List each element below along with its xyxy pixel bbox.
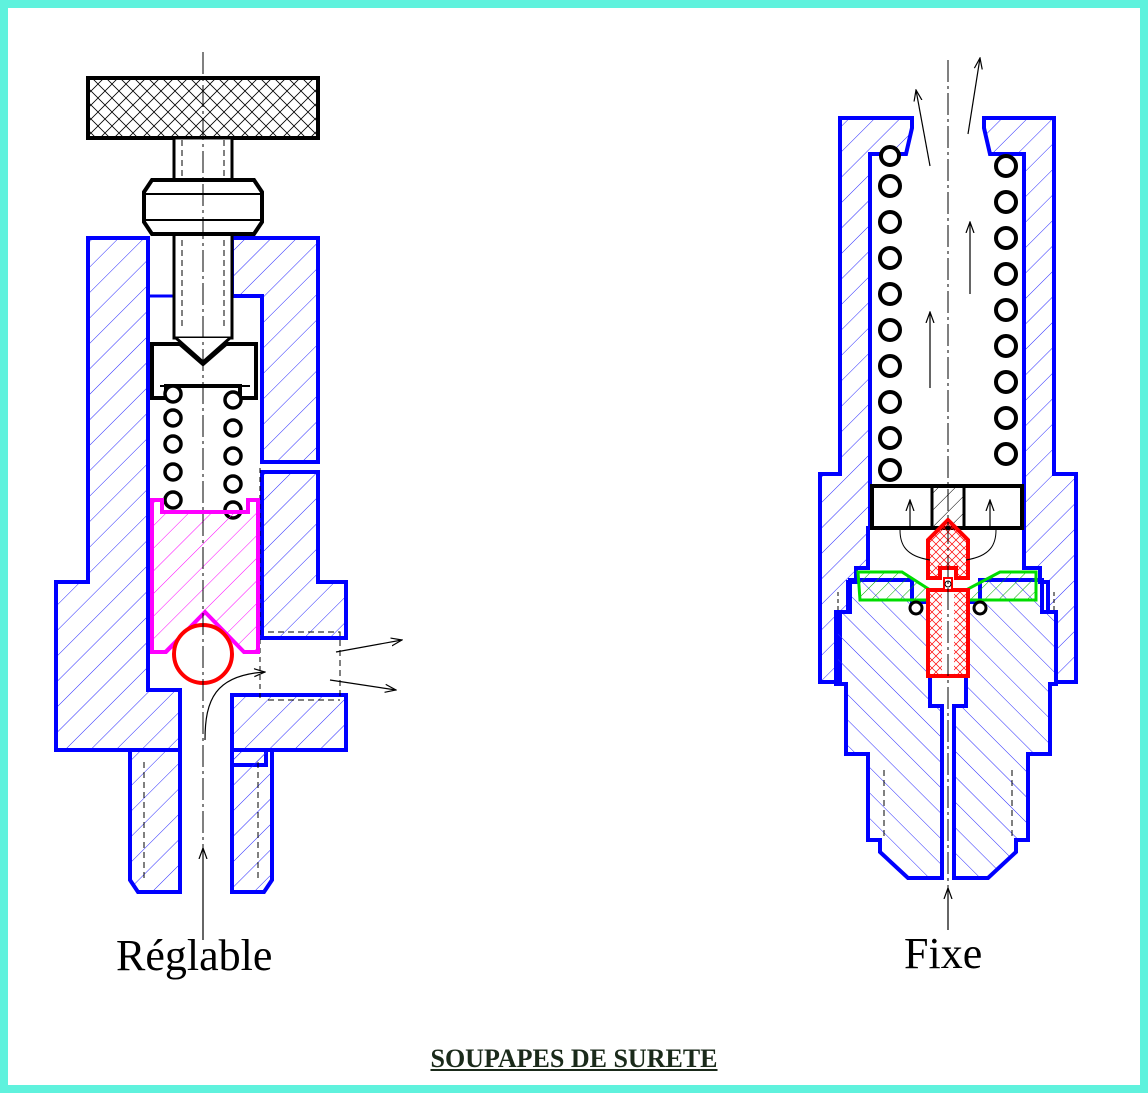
fixed-valve-casing-right (982, 116, 1078, 684)
fixed-spring (878, 145, 1018, 482)
adjustable-valve-body-right-lower (260, 470, 348, 640)
fixed-valve-lower-body-right (952, 578, 1058, 880)
adjustable-valve-body-left (54, 236, 182, 752)
spring-cap (150, 342, 258, 400)
adjustable-valve (54, 52, 402, 940)
fixed-valve (818, 58, 1078, 930)
fixed-valve-casing-left (818, 116, 914, 684)
adjustable-valve-inlet-stub-left (128, 748, 182, 894)
adjustable-valve-label: Réglable (116, 931, 273, 980)
valve-piston (150, 498, 260, 654)
fixed-valve-label: Fixe (904, 929, 983, 978)
adjustable-spring (163, 384, 243, 520)
diagram-caption: SOUPAPES DE SURETE (430, 1044, 718, 1073)
adjustable-valve-inlet-stub-right (230, 748, 274, 894)
